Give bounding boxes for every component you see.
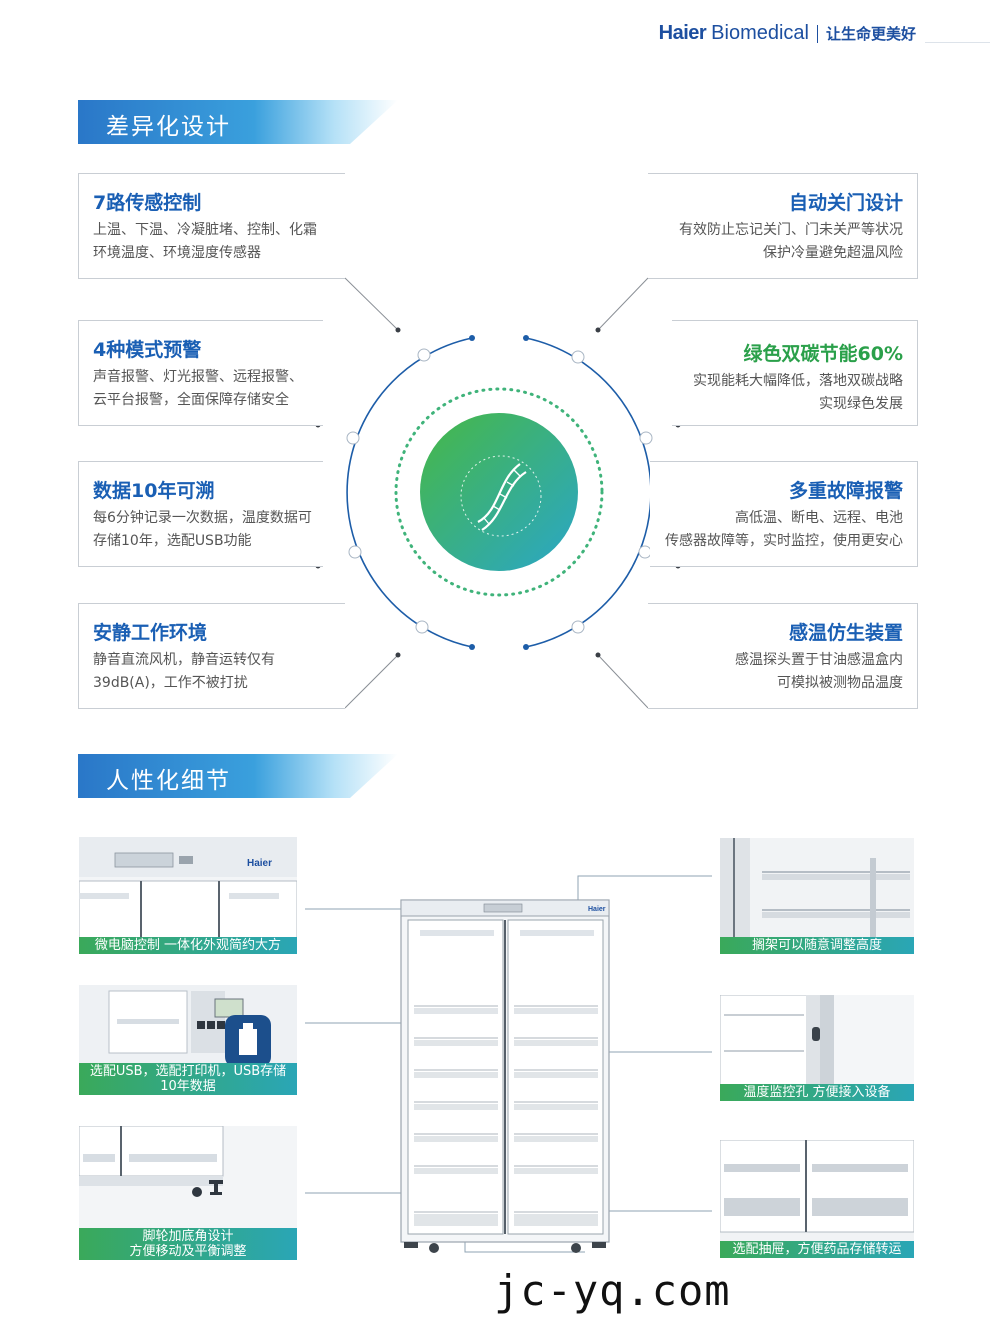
feature-fault-alarm: 多重故障报警 高低温、断电、远程、电池 传感器故障等，实时监控，使用更安心 — [650, 461, 918, 567]
detail-caption-line1: 选配USB，选配打印机，USB存储 — [89, 1064, 287, 1079]
feature-desc-line2: 实现绿色发展 — [819, 396, 903, 412]
feature-desc-line1: 每6分钟记录一次数据，温度数据可 — [93, 510, 312, 526]
detail-caption: 选配USB，选配打印机，USB存储 10年数据 — [79, 1063, 297, 1095]
feature-title: 数据10年可溯 — [93, 480, 215, 502]
feature-desc-line2: 环境温度、环境湿度传感器 — [93, 245, 261, 261]
usb-icon — [225, 1015, 271, 1067]
feature-data-traceability: 数据10年可溯 每6分钟记录一次数据，温度数据可 存储10年，选配USB功能 — [78, 461, 323, 567]
detail-caption-line1: 脚轮加底角设计 — [142, 1229, 234, 1244]
feature-title: 自动关门设计 — [788, 192, 903, 214]
feature-desc-line2: 传感器故障等，实时监控，使用更安心 — [665, 533, 903, 549]
detail-usb-printer: 选配USB，选配打印机，USB存储 10年数据 — [79, 985, 297, 1095]
feature-desc-line2: 可模拟被测物品温度 — [777, 675, 903, 691]
feature-desc: 有效防止忘记关门、门未关严等状况 保护冷量避免超温风险 — [648, 219, 903, 265]
feature-title: 多重故障报警 — [788, 480, 903, 502]
feature-title: 4种模式预警 — [93, 339, 202, 361]
panel-logo: Haier — [247, 858, 272, 869]
feature-desc-line2: 保护冷量避免超温风险 — [763, 245, 903, 261]
feature-desc-line1: 高低温、断电、远程、电池 — [735, 510, 903, 526]
feature-desc-line1: 感温探头置于甘油感温盒内 — [735, 652, 903, 668]
feature-desc-line1: 静音直流风机，静音运转仅有 — [93, 652, 275, 668]
feature-quiet-environment: 安静工作环境 静音直流风机，静音运转仅有 39dB(A)，工作不被打扰 — [78, 603, 345, 709]
brand-divider — [816, 24, 818, 43]
brand-slogan: 让生命更美好 — [825, 25, 916, 43]
detail-control-panel: Haier 微电脑控制 一体化外观简约大方 — [79, 837, 297, 954]
feature-desc-line1: 实现能耗大幅降低，落地双碳战略 — [693, 373, 903, 389]
brand-logo: Haier — [658, 22, 707, 44]
site-watermark: jc-yq.com — [494, 1266, 731, 1315]
feature-desc-line2: 云平台报警，全面保障存储安全 — [93, 392, 289, 408]
section-banner-design: 差异化设计 — [78, 100, 398, 144]
detail-caption-line2: 方便移动及平衡调整 — [129, 1244, 247, 1259]
dna-icon — [460, 455, 542, 537]
feature-title: 7路传感控制 — [93, 192, 202, 214]
feature-desc: 声音报警、灯光报警、远程报警、 云平台报警，全面保障存储安全 — [93, 366, 323, 412]
detail-caption: 脚轮加底角设计 方便移动及平衡调整 — [79, 1228, 297, 1260]
detail-casters: 脚轮加底角设计 方便移动及平衡调整 — [79, 1126, 297, 1260]
feature-desc-line1: 声音报警、灯光报警、远程报警、 — [93, 369, 303, 385]
feature-desc: 感温探头置于甘油感温盒内 可模拟被测物品温度 — [648, 649, 903, 695]
feature-title: 绿色双碳节能60% — [743, 343, 903, 365]
detail-caption: 搁架可以随意调整高度 — [720, 937, 914, 954]
feature-energy-saving: 绿色双碳节能60% 实现能耗大幅降低，落地双碳战略 实现绿色发展 — [672, 320, 918, 426]
feature-auto-door: 自动关门设计 有效防止忘记关门、门未关严等状况 保护冷量避免超温风险 — [648, 173, 918, 279]
feature-title: 感温仿生装置 — [788, 622, 903, 644]
brand-sub: Biomedical — [711, 22, 809, 44]
detail-monitoring-port: 温度监控孔 方便接入设备 — [720, 995, 914, 1101]
section-banner-details: 人性化细节 — [78, 754, 398, 798]
feature-desc: 上温、下温、冷凝脏堵、控制、化霜 环境温度、环境湿度传感器 — [93, 219, 345, 265]
feature-desc: 实现能耗大幅降低，落地双碳战略 实现绿色发展 — [672, 370, 903, 416]
feature-sensor-control: 7路传感控制 上温、下温、冷凝脏堵、控制、化霜 环境温度、环境湿度传感器 — [78, 173, 345, 279]
section-title: 差异化设计 — [106, 114, 231, 140]
feature-desc-line2: 39dB(A)，工作不被打扰 — [93, 675, 248, 691]
feature-desc-line2: 存储10年，选配USB功能 — [93, 533, 252, 549]
feature-desc-line1: 有效防止忘记关门、门未关严等状况 — [679, 222, 903, 238]
feature-desc-line1: 上温、下温、冷凝脏堵、控制、化霜 — [93, 222, 317, 238]
brand-header: Haier Biomedical 让生命更美好 — [659, 22, 916, 45]
feature-desc: 静音直流风机，静音运转仅有 39dB(A)，工作不被打扰 — [93, 649, 345, 695]
detail-drawer: 选配抽屉，方便药品存储转运 — [720, 1140, 914, 1258]
section-title: 人性化细节 — [106, 768, 231, 794]
feature-desc: 高低温、断电、远程、电池 传感器故障等，实时监控，使用更安心 — [650, 507, 903, 553]
detail-adjustable-shelves: 搁架可以随意调整高度 — [720, 838, 914, 954]
detail-caption: 温度监控孔 方便接入设备 — [720, 1084, 914, 1101]
detail-caption: 选配抽屉，方便药品存储转运 — [720, 1241, 914, 1258]
detail-caption-line2: 10年数据 — [160, 1079, 216, 1094]
detail-caption: 微电脑控制 一体化外观简约大方 — [79, 937, 297, 954]
feature-alarm-modes: 4种模式预警 声音报警、灯光报警、远程报警、 云平台报警，全面保障存储安全 — [78, 320, 323, 426]
header-rule — [925, 42, 990, 43]
feature-temperature-probe: 感温仿生装置 感温探头置于甘油感温盒内 可模拟被测物品温度 — [648, 603, 918, 709]
fridge-logo: Haier — [588, 906, 606, 913]
feature-desc: 每6分钟记录一次数据，温度数据可 存储10年，选配USB功能 — [93, 507, 323, 553]
feature-title: 安静工作环境 — [93, 622, 208, 644]
fridge-illustration: Haier — [305, 875, 712, 1253]
